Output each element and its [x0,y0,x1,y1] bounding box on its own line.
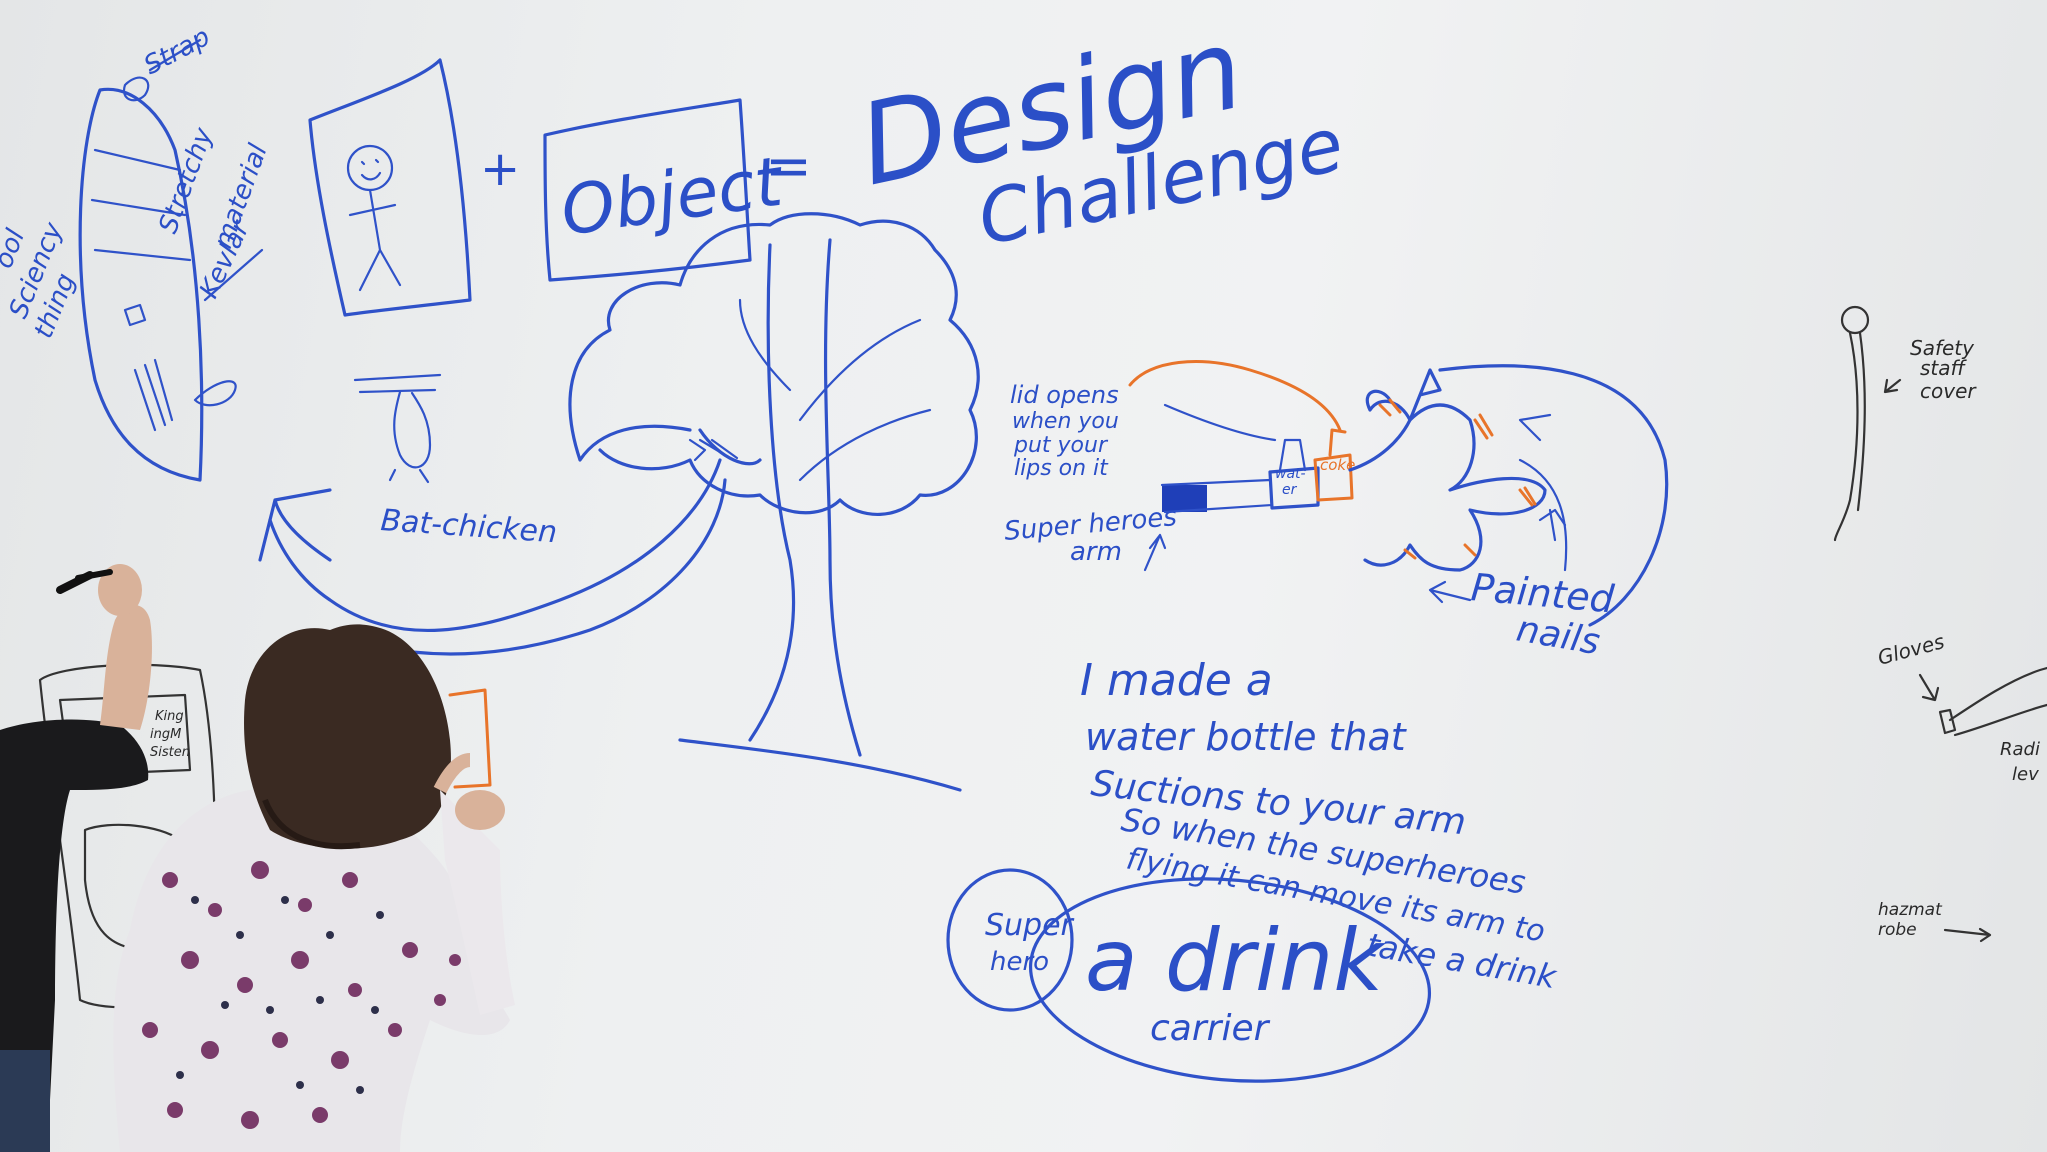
safety-line-1: Safety [1910,336,1975,360]
description-line-2: water bottle that [1085,715,1408,759]
left-person-figure [0,564,152,1152]
water-label-2: er [1282,482,1298,498]
object-box-label: Object [556,142,789,251]
right-notes: Safety staff cover Gloves Radi lev hazma… [1833,305,2047,943]
super-hero-line-2: hero [990,947,1049,977]
drink-bubbles: Super hero a drink carrier [946,868,1432,1083]
curved-arrow [258,458,727,656]
strap-label: Strap [139,22,215,81]
a-drink-label: a drink [1085,911,1386,1011]
girl-drawing-figure [113,624,515,1152]
gloves-label: Gloves [1875,629,1947,670]
super-heroes-arm-line-2: arm [1070,537,1122,567]
water-label-1: wat- [1275,466,1306,482]
card-line-2: ingM [150,727,181,742]
safety-line-3: cover [1920,379,1977,403]
coke-label: coke [1320,456,1355,474]
bat-chicken-sketch: Bat-chicken [353,373,558,550]
arm-band [1162,485,1207,512]
invention-sketch: lid opens when you put your lips on it w… [1003,360,1669,663]
kevlar-label: Kevlar [194,214,257,303]
bat-chicken-label: Bat-chicken [379,503,558,550]
lid-opens-line-1: lid opens [1010,381,1119,409]
lev-label: lev [2012,764,2039,785]
equals-sign: = [765,134,812,199]
hazmat-line-1: hazmat [1878,900,1943,920]
plus-sign: + [480,141,520,197]
card-line-1: King [155,709,184,724]
tree-sketch [568,212,980,792]
safety-line-2: staff [1920,356,1968,380]
description-line-1: I made a [1080,655,1273,706]
radi-label: Radi [2000,739,2040,760]
suit-sketch: Strap Stretchy material Kevlar ool Scien… [0,22,274,482]
carrier-label: carrier [1150,1008,1271,1049]
orange-drawing [448,688,492,789]
lid-opens-line-3: put your [1013,433,1109,458]
hazmat-line-2: robe [1878,920,1917,940]
stretchy-label: Stretchy [153,123,219,237]
equation: + Object = Design Challenge [480,4,1351,282]
super-hero-line-1: Super [985,908,1075,943]
lid-opens-line-4: lips on it [1014,456,1109,481]
card-line-3: Sisten [150,745,190,760]
lid-opens-line-2: when you [1012,409,1119,434]
person-frame [308,58,472,317]
